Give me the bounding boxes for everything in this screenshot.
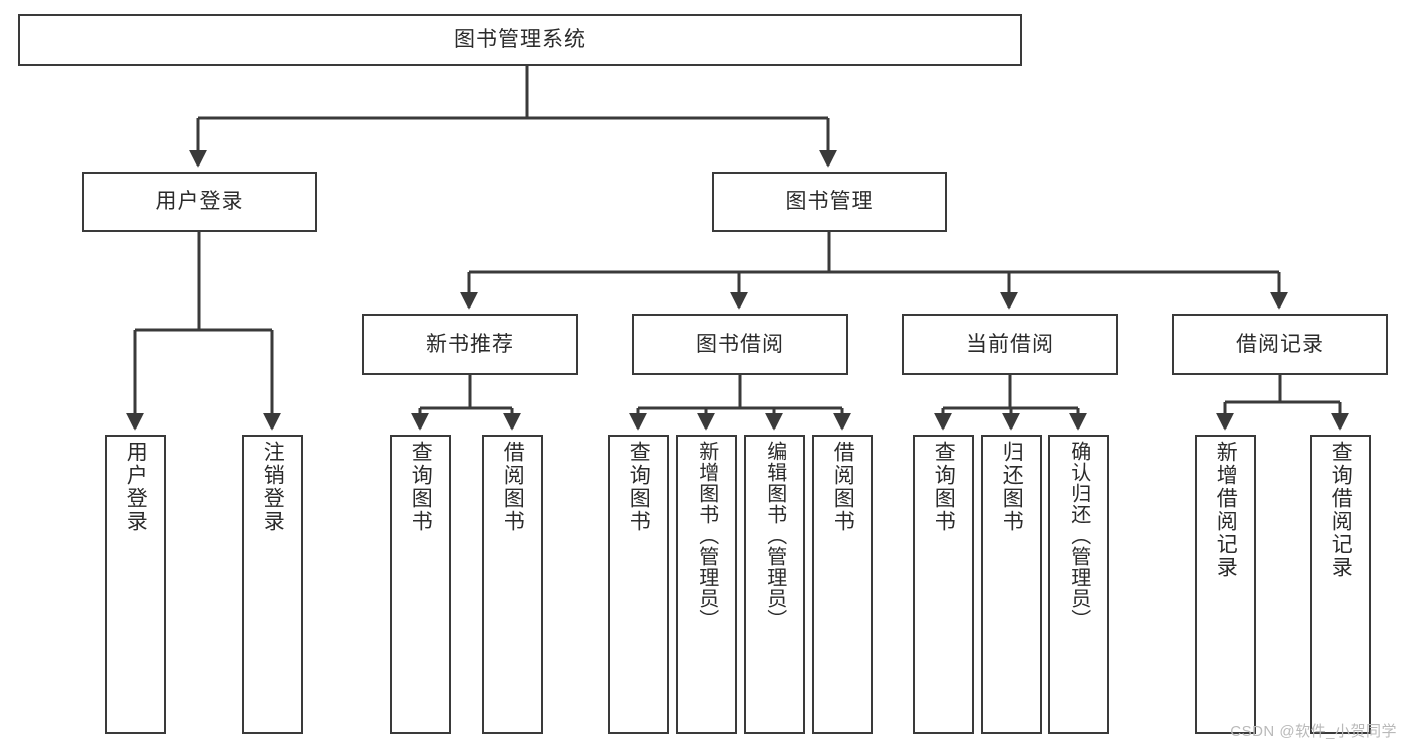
leaf-current-borrow-confirm-return[interactable]: 确认归还（管理员）: [1048, 435, 1109, 734]
leaf-book-borrow-add[interactable]: 新增图书（管理员）: [676, 435, 737, 734]
leaf-book-borrow-borrow[interactable]: 借阅图书: [812, 435, 873, 734]
node-user-login[interactable]: 用户登录: [82, 172, 317, 232]
leaf-current-borrow-query[interactable]: 查询图书: [913, 435, 974, 734]
leaf-user-login-logout[interactable]: 注销登录: [242, 435, 303, 734]
leaf-book-borrow-query[interactable]: 查询图书: [608, 435, 669, 734]
leaf-new-book-query[interactable]: 查询图书: [390, 435, 451, 734]
node-label: 归还图书: [1000, 441, 1024, 533]
node-label: 新增图书（管理员）: [695, 441, 718, 630]
leaf-user-login-login[interactable]: 用户登录: [105, 435, 166, 734]
node-label: 借阅图书: [501, 441, 525, 533]
node-label: 查询图书: [932, 441, 956, 533]
leaf-book-borrow-edit[interactable]: 编辑图书（管理员）: [744, 435, 805, 734]
leaf-current-borrow-return[interactable]: 归还图书: [981, 435, 1042, 734]
leaf-new-book-borrow[interactable]: 借阅图书: [482, 435, 543, 734]
node-label: 查询图书: [409, 441, 433, 533]
node-label: 查询图书: [627, 441, 651, 533]
leaf-borrow-record-query[interactable]: 查询借阅记录: [1310, 435, 1371, 734]
leaf-borrow-record-add[interactable]: 新增借阅记录: [1195, 435, 1256, 734]
node-label: 查询借阅记录: [1329, 441, 1353, 579]
node-book-management[interactable]: 图书管理: [712, 172, 947, 232]
node-root-system[interactable]: 图书管理系统: [18, 14, 1022, 66]
node-label: 借阅图书: [831, 441, 855, 533]
node-label: 用户登录: [124, 441, 148, 533]
node-label: 新书推荐: [426, 332, 514, 356]
node-new-book-recommend[interactable]: 新书推荐: [362, 314, 578, 375]
node-label: 编辑图书（管理员）: [763, 441, 786, 630]
node-label: 确认归还（管理员）: [1067, 441, 1090, 630]
node-book-borrow[interactable]: 图书借阅: [632, 314, 848, 375]
watermark-text: CSDN @软件_小贺同学: [1230, 723, 1397, 740]
node-label: 图书管理系统: [454, 28, 586, 52]
node-label: 当前借阅: [966, 332, 1054, 356]
node-current-borrow[interactable]: 当前借阅: [902, 314, 1118, 375]
node-label: 图书管理: [785, 190, 874, 214]
node-label: 注销登录: [261, 441, 285, 533]
node-label: 图书借阅: [696, 332, 784, 356]
node-label: 借阅记录: [1236, 332, 1324, 356]
node-borrow-record[interactable]: 借阅记录: [1172, 314, 1388, 375]
node-label: 新增借阅记录: [1214, 441, 1238, 579]
node-label: 用户登录: [155, 190, 244, 214]
